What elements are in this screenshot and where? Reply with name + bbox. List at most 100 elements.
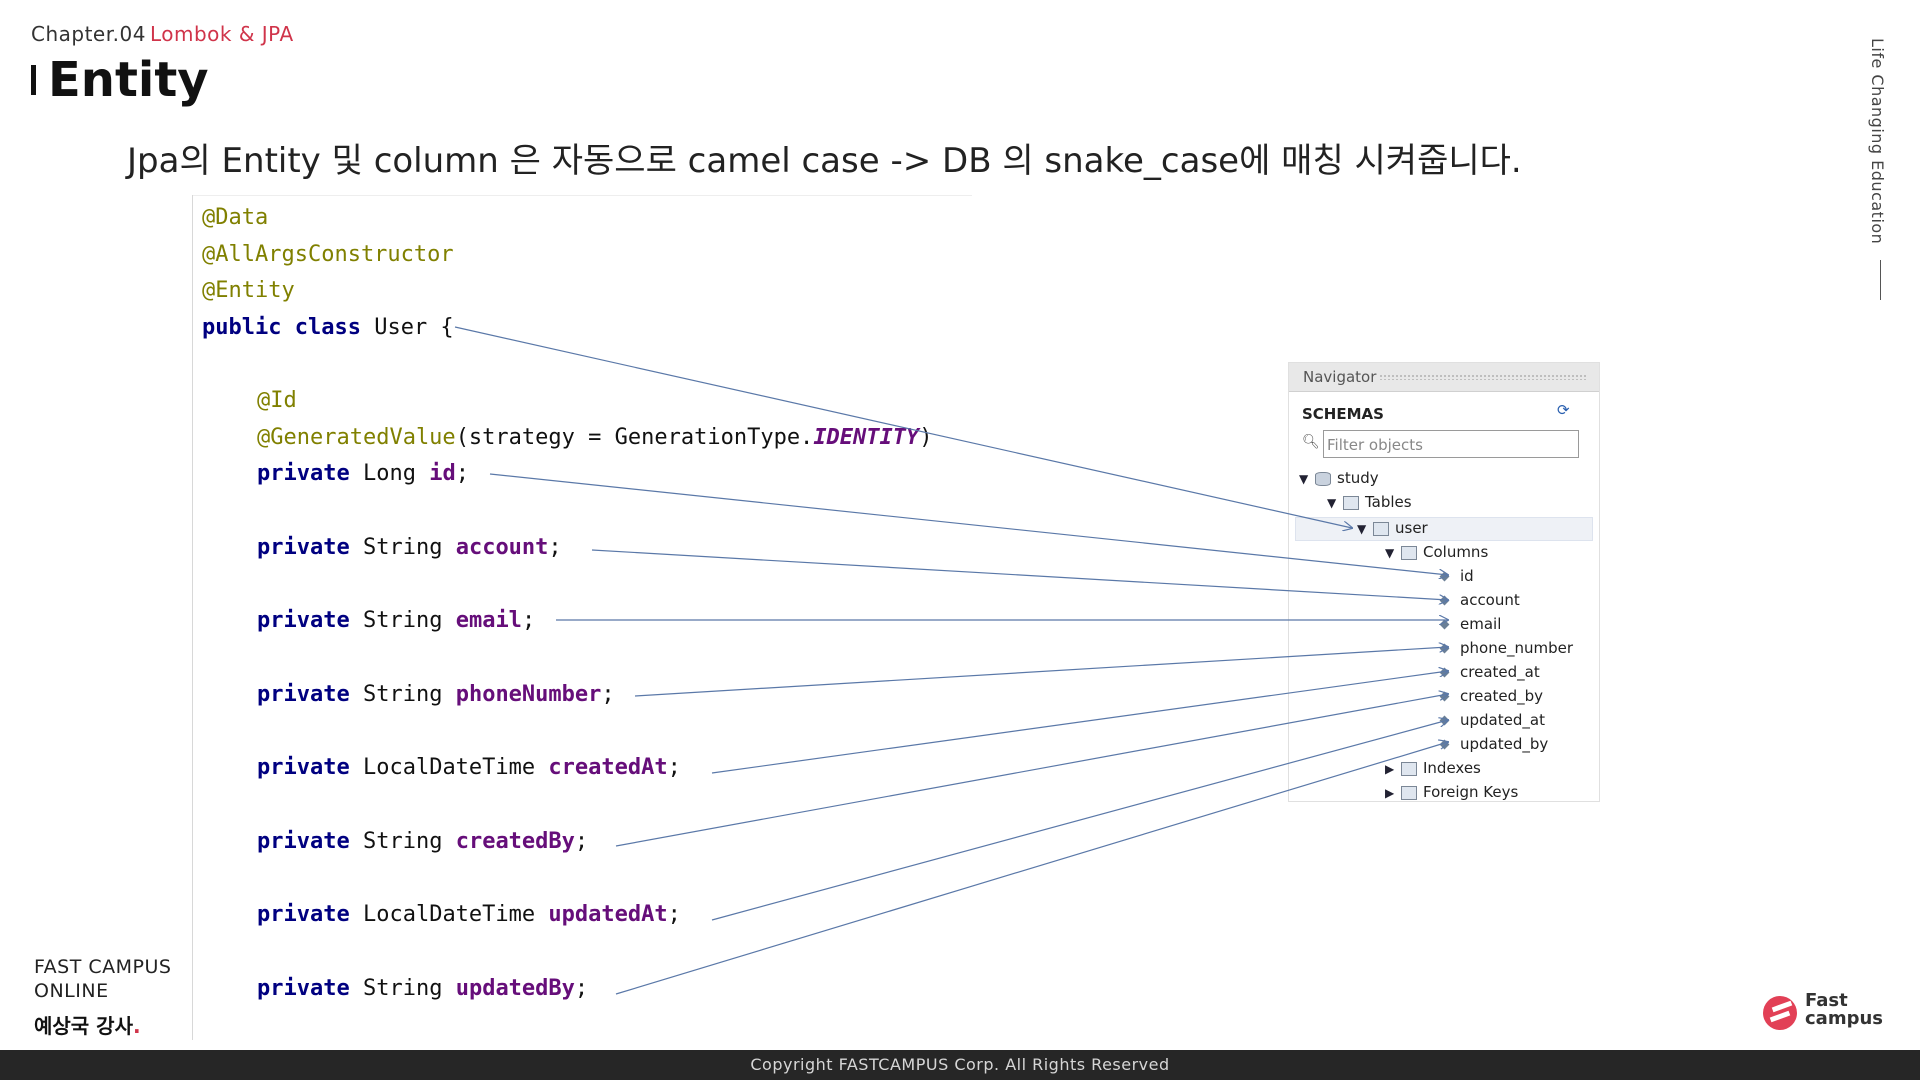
expand-down-icon[interactable]: ▼ [1299,472,1309,486]
indexes-label: Indexes [1423,759,1481,777]
field-line-updated-by: private String updatedBy; [257,975,588,1003]
foreign-keys-folder-icon [1401,785,1417,800]
copyright-text: Copyright FASTCAMPUS Corp. All Rights Re… [750,1055,1170,1074]
tables-label: Tables [1365,493,1412,511]
tree-item-schema[interactable]: ▼ study [1299,467,1379,489]
column-item[interactable]: updated_by [1439,733,1549,755]
semicolon: ; [521,608,536,633]
schemas-label: SCHEMAS [1302,405,1384,423]
field-name: phoneNumber [455,682,602,707]
column-name: id [1460,567,1474,585]
column-item[interactable]: created_by [1439,685,1544,707]
field-type: String [362,608,443,633]
column-icon [1439,619,1450,630]
search-icon: 🔍︎ [1302,434,1320,450]
field-type: String [362,535,443,560]
generated-value-close: ) [919,425,933,450]
column-name: created_by [1460,687,1544,705]
code-line-class-declaration: public class User { [202,314,454,342]
tree-item-foreign-keys[interactable]: ▶Foreign Keys [1385,781,1518,801]
field-name: email [455,608,522,633]
column-icon [1439,667,1450,678]
column-name: phone_number [1460,639,1573,657]
expand-down-icon[interactable]: ▼ [1385,546,1395,560]
logo-wordmark: Fast campus [1805,992,1883,1028]
private-keyword: private [257,608,350,633]
column-item[interactable]: id [1439,565,1474,587]
generated-value-args: (strategy = GenerationType. [455,425,814,450]
semicolon: ; [667,902,681,927]
field-name: updatedAt [548,902,668,927]
column-icon [1439,595,1450,606]
tree-item-indexes[interactable]: ▶ Indexes [1385,757,1481,779]
field-name: updatedBy [455,976,575,1001]
brand-line-2: ONLINE [34,980,109,1002]
expand-down-icon[interactable]: ▼ [1327,496,1337,510]
code-line-generated-value: @GeneratedValue(strategy = GenerationTyp… [257,424,933,452]
private-keyword: private [257,829,350,854]
tree-item-table-user[interactable]: ▼ user [1357,517,1428,539]
database-icon [1315,471,1331,486]
column-icon [1439,571,1450,582]
brand-line-1: FAST CAMPUS [34,956,172,978]
fastcampus-logo: Fast campus [1763,992,1883,1034]
column-name: created_at [1460,663,1540,681]
selected-row-highlight [1295,517,1593,541]
schema-name: study [1337,469,1379,487]
code-editor [192,195,973,1040]
teacher-name: 예상국 강사. [34,1010,141,1039]
column-item[interactable]: phone_number [1439,637,1573,659]
teacher-dot: . [132,1014,141,1038]
chapter-number: Chapter.04 [31,22,146,46]
columns-label: Columns [1423,543,1489,561]
class-keyword: public class [202,315,361,340]
field-name: createdBy [455,829,575,854]
logo-word-1: Fast [1805,990,1848,1011]
field-type: LocalDateTime [362,902,536,927]
column-icon [1439,691,1450,702]
title-text: Entity [48,52,209,108]
column-item[interactable]: created_at [1439,661,1540,683]
semicolon: ; [548,535,562,560]
column-item[interactable]: updated_at [1439,709,1545,731]
column-item[interactable]: email [1439,613,1502,635]
column-name: account [1460,591,1520,609]
logo-word-2: campus [1805,1008,1883,1029]
code-line-annotation-data: @Data [202,205,269,230]
drag-handle[interactable] [1379,374,1587,380]
refresh-icon[interactable]: ⟳ [1557,401,1570,419]
column-icon [1439,739,1450,750]
semicolon: ; [574,829,589,854]
column-item[interactable]: account [1439,589,1520,611]
field-line-updated-at: private LocalDateTime updatedAt; [257,901,681,929]
expand-right-icon[interactable]: ▶ [1385,762,1395,776]
field-line-phone-number: private String phoneNumber; [257,681,615,709]
private-keyword: private [257,682,350,707]
column-name: updated_by [1460,735,1549,753]
footer-bar: Copyright FASTCAMPUS Corp. All Rights Re… [0,1050,1920,1080]
column-name: updated_at [1460,711,1545,729]
expand-right-icon[interactable]: ▶ [1385,786,1395,800]
navigator-title: Navigator [1303,368,1377,386]
tree-item-tables[interactable]: ▼ Tables [1327,491,1412,513]
expand-down-icon[interactable]: ▼ [1357,522,1367,536]
table-name: user [1395,519,1428,537]
private-keyword: private [257,461,350,486]
field-name: id [429,461,456,486]
field-type: Long [362,461,416,486]
column-name: email [1460,615,1502,633]
private-keyword: private [257,976,350,1001]
fastcampus-online-label: FAST CAMPUS ONLINE [34,955,171,1003]
field-line-id: private Long id; [257,460,469,488]
tables-folder-icon [1343,495,1359,510]
code-top-border [192,195,972,196]
private-keyword: private [257,535,350,560]
field-type: String [362,829,443,854]
table-icon [1373,521,1389,536]
code-line-id-annotation: @Id [257,388,297,413]
title-bar [31,65,36,95]
field-type: String [362,976,443,1001]
filter-objects-input[interactable]: Filter objects [1323,430,1579,458]
tree-item-columns[interactable]: ▼ Columns [1385,541,1488,563]
